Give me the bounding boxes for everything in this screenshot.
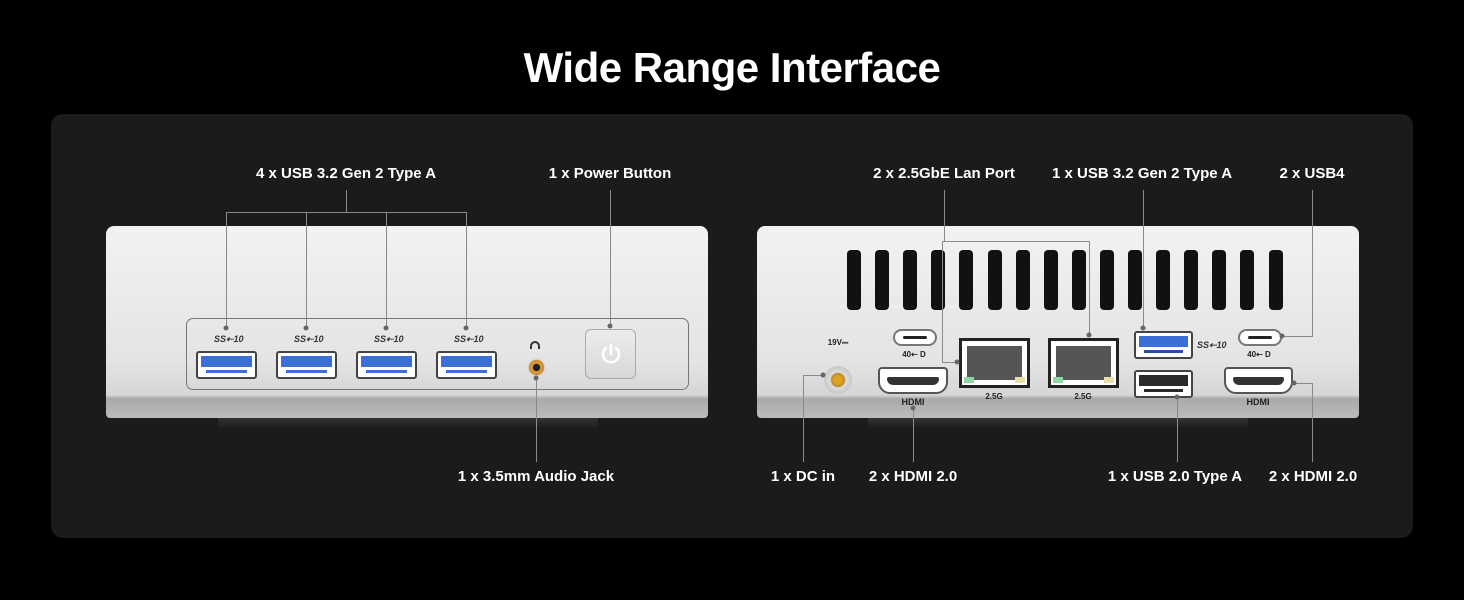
leader-dot	[607, 323, 613, 329]
leader-line	[1143, 190, 1144, 328]
leader-line	[536, 378, 537, 462]
label-power-button: 1 x Power Button	[548, 165, 672, 182]
leader-line	[610, 190, 611, 326]
leader-line	[1312, 383, 1313, 462]
leader-line	[1089, 241, 1090, 335]
vent-slot	[1043, 250, 1058, 310]
vent-slot	[1240, 250, 1255, 310]
power-icon	[601, 343, 620, 364]
ss-usb-icon: SS⇠10	[374, 334, 404, 344]
vent-slot	[1212, 250, 1227, 310]
label-usb4: 2 x USB4	[1279, 165, 1345, 182]
leader-line	[913, 408, 914, 462]
vent-slot	[987, 250, 1002, 310]
usbc-mark: 40⇠ D	[902, 350, 926, 359]
leader-dot	[1174, 394, 1180, 400]
power-button[interactable]	[585, 329, 636, 379]
hdmi-logo: HDMI	[1246, 397, 1270, 407]
audio-jack	[527, 358, 546, 377]
usb-port-4	[436, 351, 497, 379]
page-title: Wide Range Interface	[523, 44, 941, 91]
usb3-port-rear	[1134, 331, 1193, 359]
lan-port-2	[1048, 338, 1119, 388]
leader-line	[466, 212, 467, 328]
label-lan: 2 x 2.5GbE Lan Port	[873, 165, 1015, 182]
leader-dot	[1140, 325, 1146, 331]
leader-line	[803, 375, 823, 376]
leader-line	[386, 212, 387, 328]
ss-usb-icon: SS⇠10	[294, 334, 324, 344]
leader-dot	[1291, 380, 1297, 386]
usb4-port-left	[893, 329, 937, 346]
leader-line	[1177, 397, 1178, 462]
label-rear-usb3: 1 x USB 3.2 Gen 2 Type A	[1051, 165, 1233, 182]
label-hdmi-right: 2 x HDMI 2.0	[1268, 468, 1358, 485]
vent-slot	[931, 250, 946, 310]
label-front-usb: 4 x USB 3.2 Gen 2 Type A	[255, 165, 437, 182]
leader-line	[1312, 190, 1313, 337]
rear-stand	[868, 418, 1248, 429]
leader-line	[346, 190, 347, 212]
front-stand	[218, 418, 598, 429]
hdmi-logo: HDMI	[901, 397, 925, 407]
vent-slot	[1156, 250, 1171, 310]
usb4-port-right	[1238, 329, 1282, 346]
leader-dot	[954, 359, 960, 365]
label-hdmi-left: 2 x HDMI 2.0	[868, 468, 958, 485]
leader-dot	[383, 325, 389, 331]
leader-dot	[533, 375, 539, 381]
front-port-bezel	[186, 318, 689, 390]
headphone-icon	[530, 341, 540, 349]
ss-usb-icon: SS⇠10	[1197, 340, 1227, 350]
vent-slot	[1071, 250, 1086, 310]
leader-line	[1282, 336, 1313, 337]
leader-line	[942, 241, 1090, 242]
usbc-mark: 40⇠ D	[1247, 350, 1271, 359]
dc-in-jack	[824, 366, 852, 394]
vent-slot	[1268, 250, 1283, 310]
lan-speed: 2.5G	[985, 392, 1003, 401]
leader-line	[944, 190, 945, 241]
dc-rating: 19V⎓	[827, 338, 849, 347]
leader-dot	[1279, 333, 1285, 339]
usb2-port-rear	[1134, 370, 1193, 398]
vent-slot	[875, 250, 890, 310]
label-usb2: 1 x USB 2.0 Type A	[1107, 468, 1243, 485]
hdmi-port-right	[1224, 367, 1293, 394]
leader-line	[1294, 383, 1313, 384]
leader-line	[942, 362, 957, 363]
lan-port-1	[959, 338, 1030, 388]
vent-slot	[1184, 250, 1199, 310]
leader-line	[226, 212, 467, 213]
hdmi-port-left	[878, 367, 948, 394]
vent-slot	[1099, 250, 1114, 310]
vent-slot	[959, 250, 974, 310]
usb-port-2	[276, 351, 337, 379]
front-panel	[106, 226, 708, 418]
leader-dot	[463, 325, 469, 331]
leader-line	[306, 212, 307, 328]
leader-line	[226, 212, 227, 328]
label-dc-in: 1 x DC in	[770, 468, 836, 485]
leader-line	[803, 375, 804, 462]
leader-dot	[223, 325, 229, 331]
leader-line	[942, 241, 943, 363]
usb-port-1	[196, 351, 257, 379]
label-audio-jack: 1 x 3.5mm Audio Jack	[457, 468, 615, 485]
usb-port-3	[356, 351, 417, 379]
ss-usb-icon: SS⇠10	[454, 334, 484, 344]
leader-dot	[820, 372, 826, 378]
vent-slot	[847, 250, 861, 310]
leader-dot	[910, 405, 916, 411]
leader-dot	[1086, 332, 1092, 338]
vent-slot	[1015, 250, 1030, 310]
ss-usb-icon: SS⇠10	[214, 334, 244, 344]
vent-slot	[903, 250, 918, 310]
leader-dot	[303, 325, 309, 331]
lan-speed: 2.5G	[1074, 392, 1092, 401]
vent-slot	[1128, 250, 1142, 310]
